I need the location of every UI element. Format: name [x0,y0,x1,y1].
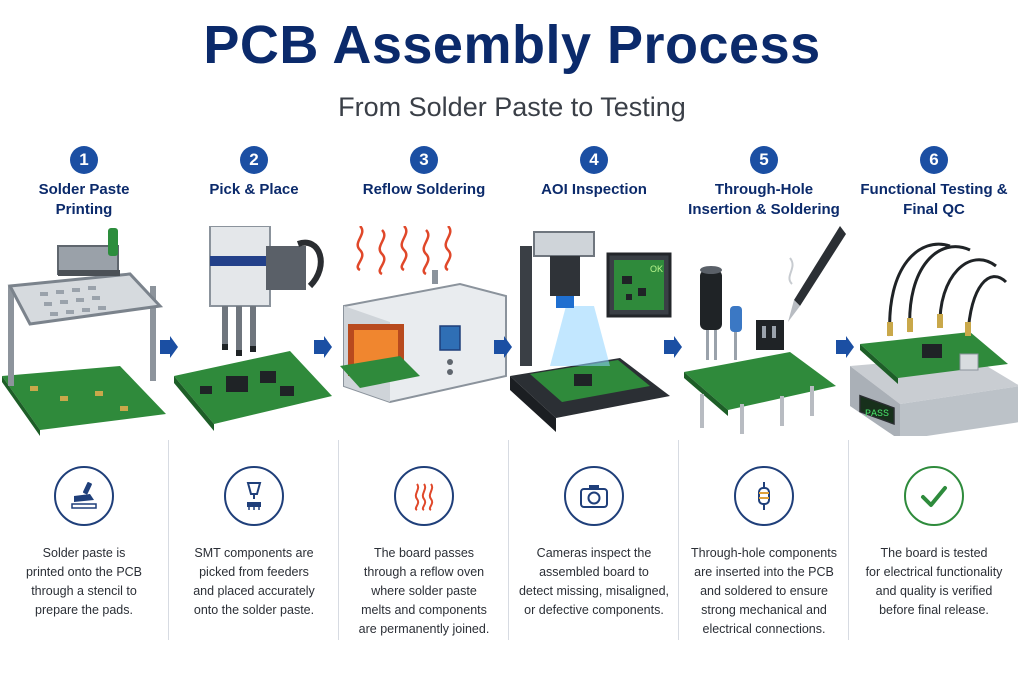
step-divider [508,440,509,640]
aoi-screen-ok-label: OK [650,264,663,274]
step-6: 6 Functional Testing & Final QC PASS [850,140,1018,640]
step-title-line: Reflow Soldering [362,181,486,198]
desc-line: Solder paste is [42,546,126,560]
desc-line: are inserted into the PCB [694,565,834,579]
desc-line: melts and components [361,603,487,617]
reflow-oven-illustration [340,226,507,404]
checkmark-icon [921,486,947,507]
step-title-line: Solder Paste [38,181,130,198]
camera-icon [580,485,608,508]
desc-line: The board passes [373,546,475,560]
step-title: Pick & Place [170,180,338,200]
desc-line: detect missing, misaligned, [518,584,670,598]
step-3: 3 Reflow Soldering [340,140,508,640]
desc-line: through a stencil to [31,584,137,598]
step-2: 2 Pick & Place SMT [170,140,338,640]
step-4: 4 AOI Inspection OK Ca [510,140,678,640]
step-title-line: Functional Testing & [860,181,1008,198]
nozzle-icon-badge [224,466,284,526]
desc-line: SMT components are [194,546,314,560]
nozzle-icon [246,482,262,510]
heat-waves-icon-badge [394,466,454,526]
step-title: AOI Inspection [510,180,678,200]
desc-line: are permanently joined. [358,622,490,636]
step-title-line: Printing [55,201,113,218]
desc-line: electrical connections. [702,622,826,636]
arrow-right-icon [836,336,854,358]
step-title-line: AOI Inspection [541,181,647,198]
desc-line: strong mechanical and [701,603,827,617]
arrow-right-icon [494,336,512,358]
heat-waves-icon [414,483,434,511]
pick-and-place-illustration [174,226,332,431]
desc-line: Through-hole components [691,546,837,560]
desc-line: Cameras inspect the [536,546,652,560]
stencil-printer-illustration [2,228,166,436]
arrow-right-icon [314,336,332,358]
step-title: Reflow Soldering [340,180,508,200]
step-title-line: Insertion & Soldering [688,201,840,218]
step-divider [168,440,169,640]
step-title-line: Pick & Place [209,181,299,198]
step-divider [678,440,679,640]
desc-line: before final release. [879,603,989,617]
squeegee-icon-badge [54,466,114,526]
step-title: Functional Testing & Final QC [850,180,1018,220]
step-number: 4 [580,146,608,174]
step-title-line: Through-Hole [714,181,814,198]
desc-line: printed onto the PCB [25,565,143,579]
step-number: 3 [410,146,438,174]
squeegee-icon [71,482,97,509]
step-number: 6 [920,146,948,174]
step-description: Cameras inspect the assembled board to d… [514,544,674,620]
resistor-icon-badge [734,466,794,526]
aoi-machine-illustration: OK [510,231,672,432]
step-description: Solder paste is printed onto the PCB thr… [4,544,164,620]
step-title: Solder Paste Printing [0,180,168,220]
desc-line: and quality is verified [875,584,993,598]
desc-line: for electrical functionality [865,565,1003,579]
step-number: 2 [240,146,268,174]
step-5: 5 Through-Hole Insertion & Soldering [680,140,848,640]
page-title: PCB Assembly Process [203,15,821,75]
desc-line: prepare the pads. [35,603,133,617]
desc-line: picked from feeders [199,565,309,579]
desc-line: through a reflow oven [363,565,485,579]
step-description: SMT components are picked from feeders a… [174,544,334,620]
process-steps: 1 Solder Paste Printing [0,140,1024,660]
step-1: 1 Solder Paste Printing [0,140,168,640]
desc-line: assembled board to [539,565,649,579]
desc-line: and placed accurately [193,584,315,598]
desc-line: and soldered to ensure [700,584,828,598]
step-description: Through-hole components are inserted int… [684,544,844,639]
step-number: 5 [750,146,778,174]
tester-display-label: PASS [865,409,889,420]
desc-line: The board is tested [880,546,988,560]
checkmark-icon-badge [904,466,964,526]
desc-line: where solder paste [371,584,477,598]
step-title: Through-Hole Insertion & Soldering [680,180,848,220]
desc-line: or defective components. [524,603,664,617]
arrow-right-icon [664,336,682,358]
page-subtitle: From Solder Paste to Testing [338,92,686,122]
functional-tester-illustration: PASS [850,242,1018,436]
step-divider [338,440,339,640]
through-hole-illustration [684,226,846,434]
step-description: The board passes through a reflow oven w… [344,544,504,639]
desc-line: onto the solder paste. [193,603,315,617]
resistor-icon [758,482,770,510]
step-title-line: Final QC [903,201,965,218]
step-number: 1 [70,146,98,174]
step-description: The board is tested for electrical funct… [854,544,1014,620]
arrow-right-icon [160,336,178,358]
step-divider [848,440,849,640]
camera-icon-badge [564,466,624,526]
